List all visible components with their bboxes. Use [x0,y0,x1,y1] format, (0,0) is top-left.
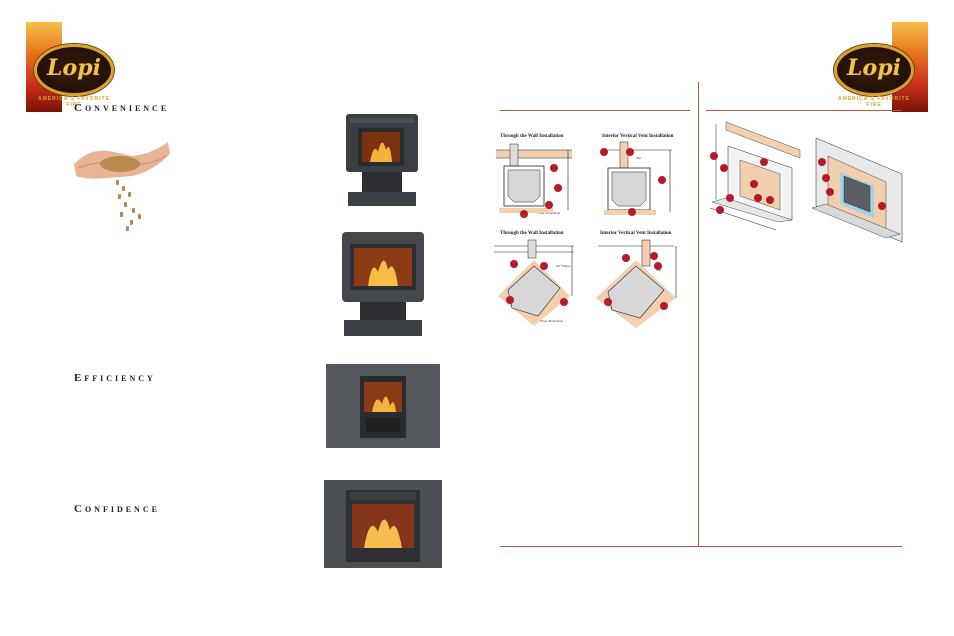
heading-efficiency: Efficiency [74,372,156,384]
diagram-title-interior-vent-1: Interior Vertical Vent Installation [602,134,674,139]
tee-label-1: Tee [636,156,642,160]
elbow-label: 45° Elbow [556,264,571,268]
top-divider-right [706,110,902,111]
column-divider [698,82,699,546]
heading-confidence: Confidence [74,503,160,515]
diagram-fireplace-mantel [709,121,801,231]
logo-tagline: AMERICA'S FAVORITE FIRE [838,96,910,108]
diagram-insert-in-fireplace [811,137,903,243]
pellet-stove-pedestal-1 [346,114,418,206]
heading-convenience: Convenience [74,102,170,114]
logo-wordmark: Lopi [847,55,901,81]
diagram-title-through-wall-2: Through the Wall Installation [500,231,564,236]
pellet-stove-pedestal-2 [342,232,424,336]
tee-label-2: Tee [656,268,662,272]
diagram-interior-vent-corner [596,239,677,328]
bottom-divider [500,546,902,547]
floor-protection-label-2: Floor Protection [540,319,563,323]
hands-pellets-image [74,142,170,231]
marker-floor-1 [545,201,553,209]
diagram-title-through-wall-1: Through the Wall Installation [500,134,564,139]
logo-tagline: AMERICA'S FAVORITE FIRE [38,96,110,108]
pellet-insert-1 [326,364,440,448]
diagram-through-wall-corner [494,239,574,326]
left-brand-logo: Lopi AMERICA'S FAVORITE FIRE [34,44,114,108]
right-brand-logo: Lopi AMERICA'S FAVORITE FIRE [834,44,914,108]
diagram-interior-vent-front [600,141,672,216]
pellet-insert-2 [324,480,442,568]
diagram-title-interior-vent-2: Interior Vertical Vent Installation [600,231,672,236]
logo-wordmark: Lopi [47,55,101,81]
top-divider-left [500,110,690,111]
diagram-through-wall-front [496,143,572,218]
